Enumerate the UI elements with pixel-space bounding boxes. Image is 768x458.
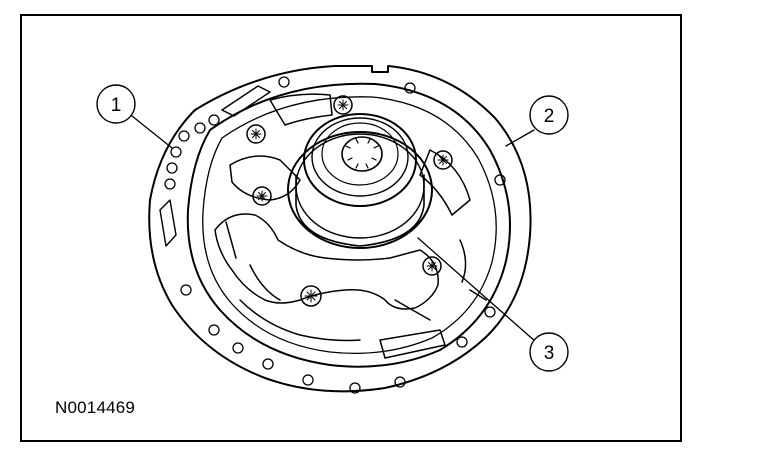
callout-3: 3 — [529, 332, 569, 372]
stator-shaft-splines — [341, 136, 383, 172]
flange-bolt-holes — [164, 76, 506, 394]
callout-3-label: 3 — [544, 343, 555, 364]
callout-2: 2 — [529, 95, 569, 135]
pump-bolts — [246, 95, 453, 307]
central-hub — [287, 113, 433, 249]
figure-frame — [20, 14, 682, 442]
bolt-right — [433, 150, 453, 170]
casting-details — [214, 93, 487, 359]
leader-lines — [131, 115, 537, 343]
bolt-top-left — [246, 124, 266, 144]
outer-flange-plate — [148, 65, 532, 394]
seal-ring — [303, 113, 417, 207]
callout-1-label: 1 — [111, 95, 122, 116]
pump-body — [186, 82, 511, 368]
bolt-bottom-right — [422, 256, 442, 276]
callout-2-label: 2 — [544, 106, 555, 127]
bolt-bottom-left — [300, 285, 322, 307]
figure-reference-code: N0014469 — [55, 398, 136, 417]
bolt-left — [252, 186, 272, 206]
callout-1: 1 — [96, 84, 136, 124]
bolt-top — [333, 95, 353, 115]
